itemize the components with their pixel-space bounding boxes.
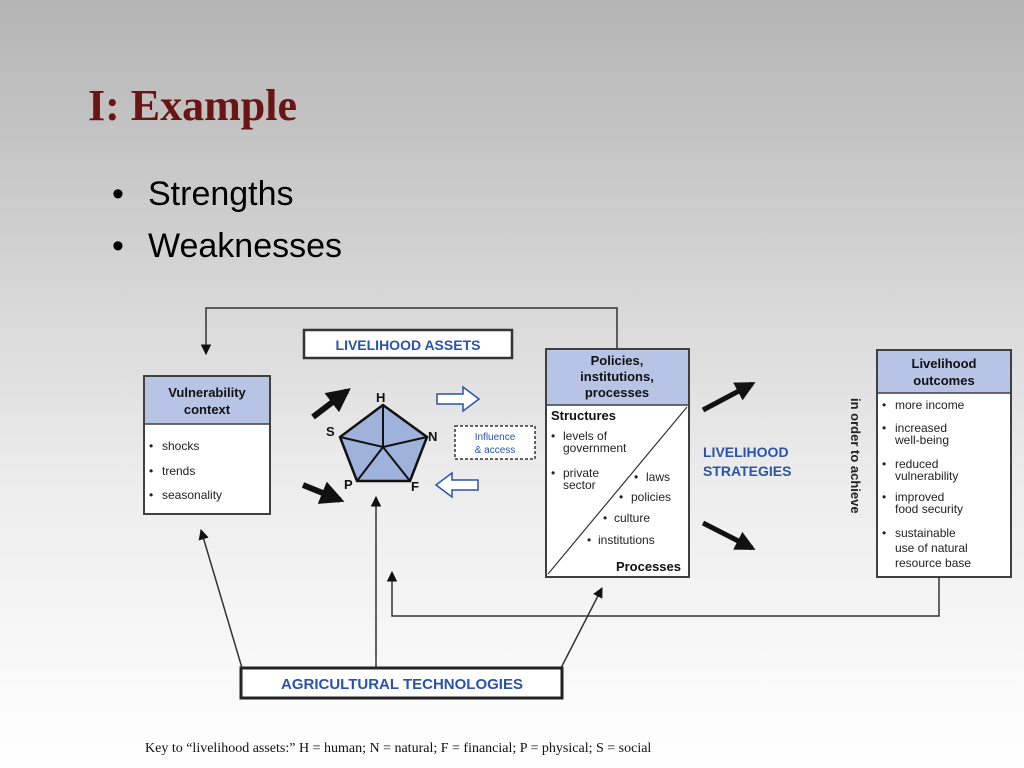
outcome-item: well-being (894, 433, 949, 447)
vulnerability-item: shocks (162, 439, 199, 453)
bullet-dot-icon: • (149, 464, 153, 478)
tech-to-vulnerability-arrow (198, 528, 243, 669)
feedback-arrow-bottom (386, 570, 940, 617)
livelihood-assets-label-box: LIVELIHOOD ASSETS (302, 328, 514, 360)
vulnerability-title: Vulnerability (168, 385, 246, 400)
outcomes-title: Livelihood (912, 356, 977, 371)
bullet-text: Strengths (148, 175, 294, 213)
structures-item: government (563, 441, 627, 455)
arrow-to-strategies-down-icon (701, 520, 756, 551)
influence-access-box: Influence & access (454, 425, 536, 460)
agricultural-technologies-label: AGRICULTURAL TECHNOLOGIES (281, 676, 523, 693)
outcome-item: more income (895, 398, 965, 412)
bullet-item: • Strengths (112, 170, 342, 222)
bullet-dot-icon: • (603, 511, 607, 525)
vulnerability-title: context (184, 402, 231, 417)
arrow-into-assets-icon (311, 388, 351, 420)
outcome-item: reduced (895, 457, 938, 471)
arrow-to-strategies-up-icon (701, 381, 756, 413)
processes-item: institutions (598, 533, 655, 547)
bullet-dot-icon: • (551, 429, 555, 443)
bullet-dot-icon: • (882, 457, 886, 471)
in-order-to-achieve-label: in order to achieve (848, 398, 863, 514)
policies-title: processes (585, 385, 649, 400)
pentagon-label-s: S (326, 424, 335, 439)
bullet-dot-icon: • (551, 466, 555, 480)
outcome-item: improved (895, 490, 944, 504)
outcomes-title: outcomes (913, 373, 974, 388)
bullet-dot-icon: • (882, 421, 886, 435)
structures-label: Structures (551, 408, 616, 423)
structures-item: sector (563, 478, 596, 492)
outcome-item: use of natural (895, 541, 968, 555)
outcome-item: vulnerability (895, 469, 958, 483)
bullet-dot-icon: • (149, 488, 153, 502)
key-text: Key to “livelihood assets:” H = human; N… (145, 741, 651, 756)
agricultural-technologies-box: AGRICULTURAL TECHNOLOGIES (239, 666, 564, 700)
influence-label: Influence (475, 432, 516, 443)
structures-item: private (563, 466, 599, 480)
livelihood-outcomes-box: Livelihood outcomes • more income • incr… (876, 349, 1012, 578)
outcome-item: resource base (895, 556, 971, 570)
hollow-arrow-left-icon (434, 471, 479, 499)
processes-item: policies (631, 490, 671, 504)
bullet-text: Weaknesses (148, 227, 343, 265)
policies-title: institutions, (580, 369, 654, 384)
feedback-arrow-top (200, 307, 618, 356)
processes-item: culture (614, 511, 650, 525)
bullet-dot-icon: • (587, 533, 591, 547)
pentagon-label-h: H (376, 390, 385, 405)
assets-pentagon: H N F P S (326, 390, 437, 494)
slide-title: I: Example (88, 81, 297, 130)
pentagon-label-n: N (428, 429, 437, 444)
policies-box: Policies, institutions, processes Struct… (545, 348, 690, 578)
livelihood-assets-label: LIVELIHOOD ASSETS (336, 337, 481, 353)
bullet-dot-icon: • (882, 526, 886, 540)
outcome-item: food security (895, 502, 963, 516)
processes-label: Processes (616, 559, 681, 574)
processes-item: laws (646, 470, 670, 484)
arrow-out-of-assets-icon (301, 481, 345, 504)
bullet-dot-icon: • (882, 490, 886, 504)
vulnerability-item: seasonality (162, 488, 222, 502)
influence-label: & access (475, 445, 516, 456)
vulnerability-item: trends (162, 464, 195, 478)
bullet-dot-icon: • (882, 398, 886, 412)
bullet-dot-icon: • (112, 227, 124, 265)
bullet-dot-icon: • (112, 175, 124, 213)
policies-title: Policies, (591, 353, 644, 368)
bullet-dot-icon: • (149, 439, 153, 453)
tech-to-policies-arrow (560, 587, 603, 669)
strategies-label: STRATEGIES (703, 463, 791, 479)
outcome-item: sustainable (895, 526, 956, 540)
strategies-label: LIVELIHOOD (703, 444, 789, 460)
bullet-item: • Weaknesses (112, 222, 342, 274)
hollow-arrow-right-icon (436, 385, 481, 413)
bullet-dot-icon: • (634, 470, 638, 484)
pentagon-label-f: F (411, 479, 419, 494)
bullet-dot-icon: • (619, 490, 623, 504)
outcome-item: increased (895, 421, 947, 435)
structures-item: levels of (563, 429, 608, 443)
vulnerability-context-box: Vulnerability context • shocks • trends … (143, 375, 271, 515)
pentagon-label-p: P (344, 477, 353, 492)
bullet-list: • Strengths • Weaknesses (112, 170, 342, 274)
